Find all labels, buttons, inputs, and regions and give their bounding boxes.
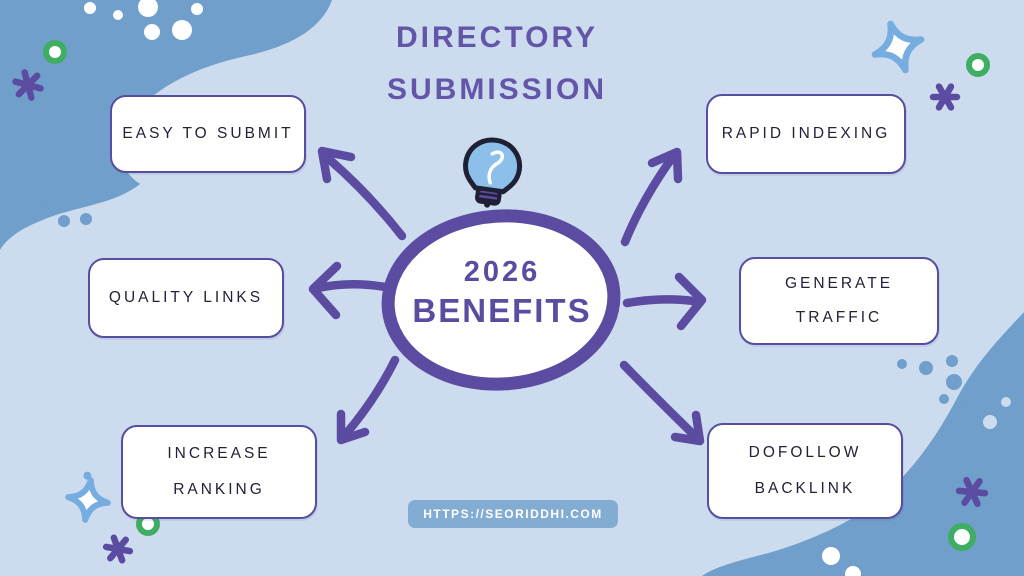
center-oval [381,209,621,391]
sparkle-top-right [871,20,925,74]
benefit-box-easy-to-submit: EASY TO SUBMIT [110,95,306,173]
benefit-label-line-1: GENERATE [784,275,894,292]
blue-dot-cluster-left [38,192,92,227]
arrow-to-increase-ranking [336,355,400,445]
benefit-box-increase-ranking: INCREASE RANKING [121,425,317,519]
benefit-box-rapid-indexing: RAPID INDEXING [706,94,906,174]
benefit-box-quality-links: QUALITY LINKS [88,258,284,338]
asterisk-bottom-left [102,534,134,564]
arrow-to-dofollow-backlink [619,360,705,446]
arrow-to-generate-traffic [622,272,707,331]
asterisk-top-right [929,83,961,111]
blue-dot-cluster-right [897,355,1011,429]
title-line-1: DIRECTORY [395,21,599,54]
asterisk-bottom-right [955,476,989,508]
green-ring-top-left [43,40,67,64]
center-year: 2026 [463,256,541,288]
green-ring-bottom-right [948,523,976,551]
benefit-label-line-1: DOFOLLOW [748,443,862,461]
corner-blob-bottom-right [702,312,1024,576]
benefit-label-line-1: INCREASE [167,445,271,462]
center-label: 2026 BENEFITS [389,253,615,331]
benefit-box-dofollow-backlink: DOFOLLOW BACKLINK [707,423,903,519]
website-url-badge: HTTPS://SEORIDDHI.COM [408,500,618,528]
center-benefits-label: BENEFITS [412,292,592,329]
asterisk-top-left [12,69,44,101]
benefit-label-line-2: BACKLINK [754,480,856,498]
white-dot-cluster-top [84,0,203,40]
arrow-to-rapid-indexing [620,147,683,247]
sparkle-bottom-left [65,471,111,523]
benefit-label: RAPID INDEXING [721,125,891,142]
title-line-2: SUBMISSION [386,73,608,106]
lightbulb-icon [463,137,523,208]
website-url: HTTPS://SEORIDDHI.COM [423,507,603,521]
arrow-to-easy-to-submit [317,146,407,241]
benefit-label-line-2: TRAFFIC [795,309,883,326]
benefit-label: QUALITY LINKS [108,289,264,306]
white-dot-cluster-bottom [822,547,861,576]
benefit-label: EASY TO SUBMIT [122,125,294,142]
page-title: DIRECTORY SUBMISSION [0,12,994,116]
corner-blob-top-left [0,0,332,250]
benefit-box-generate-traffic: GENERATE TRAFFIC [739,257,939,345]
benefit-label-line-2: RANKING [173,481,265,498]
green-ring-top-right [966,53,990,77]
arrow-to-quality-links [308,261,390,320]
